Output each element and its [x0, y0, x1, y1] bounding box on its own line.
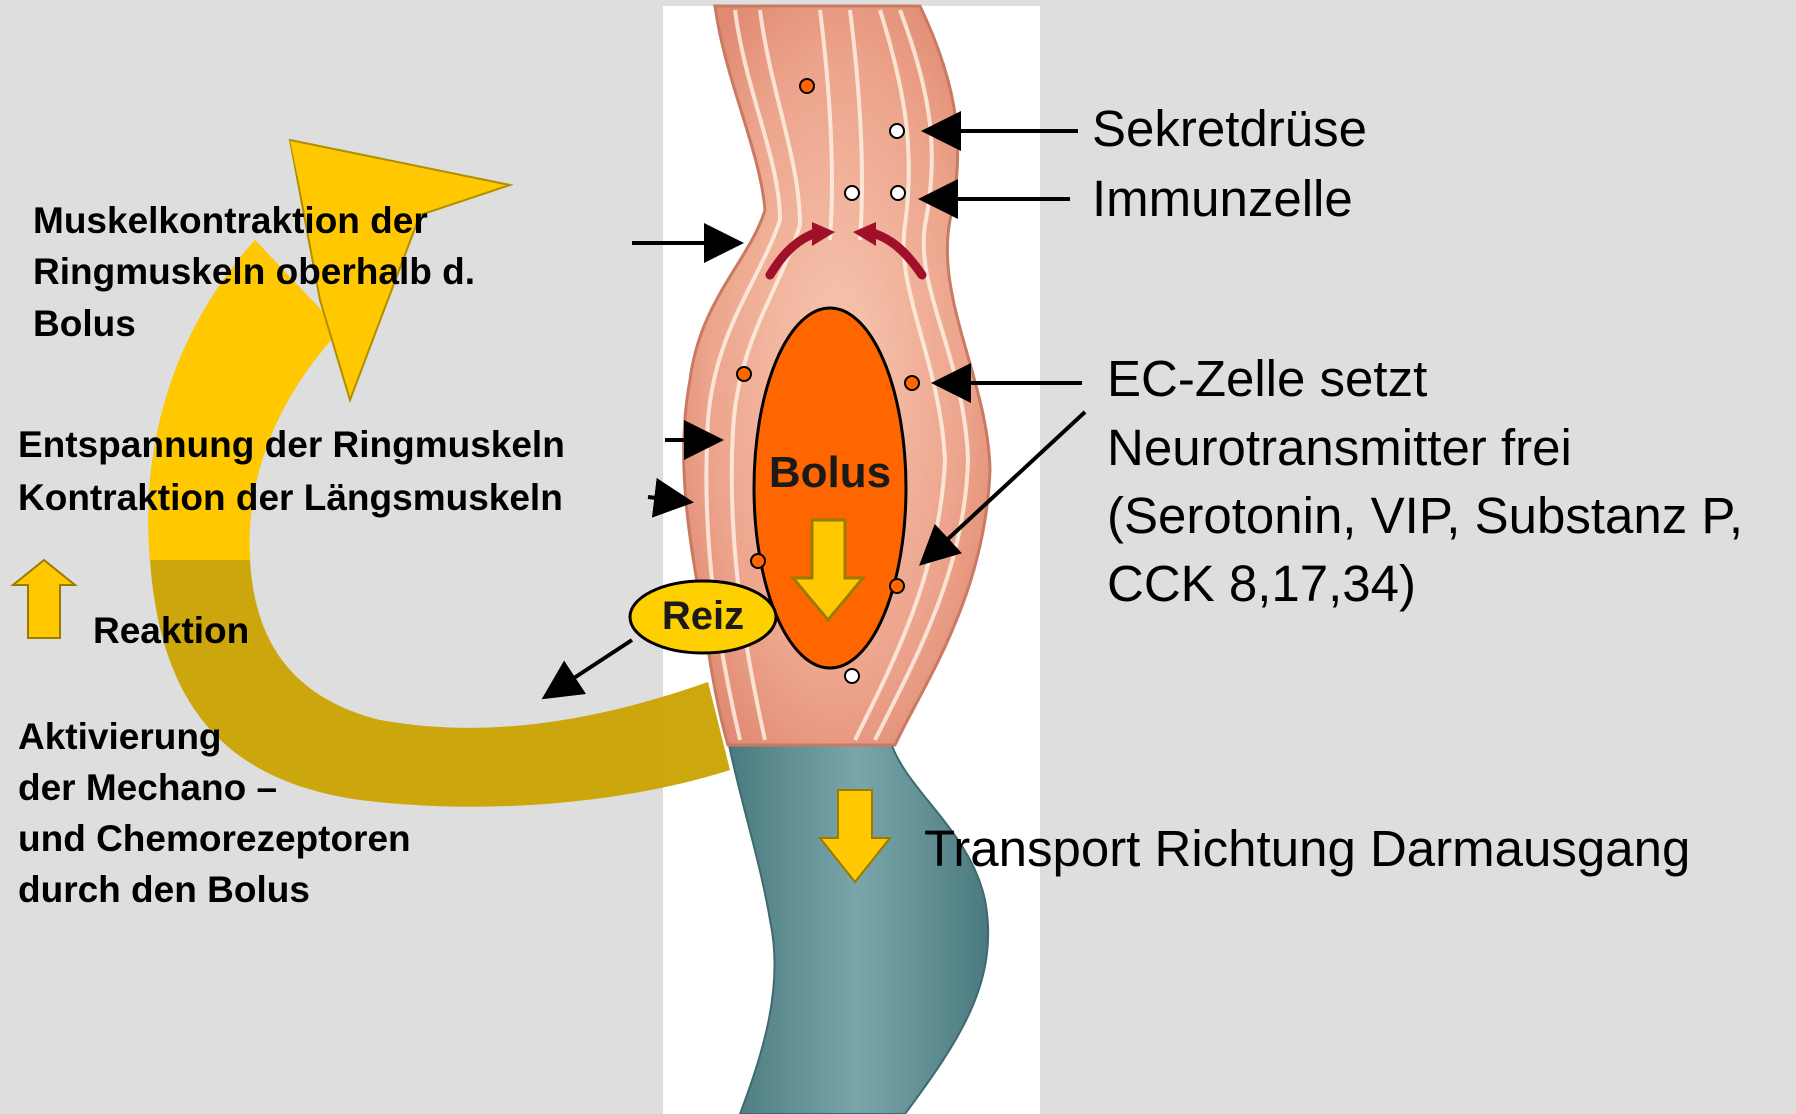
- label-ec-cell-2: Neurotransmitter frei: [1107, 414, 1572, 481]
- label-ec-cell-4: CCK 8,17,34): [1107, 550, 1416, 617]
- label-immune-cell: Immunzelle: [1092, 165, 1353, 232]
- label-reaction: Reaktion: [93, 605, 249, 656]
- bolus-label: Bolus: [760, 448, 900, 498]
- label-activation-3: und Chemorezeptoren: [18, 813, 411, 864]
- label-transport: Transport Richtung Darmausgang: [924, 815, 1690, 882]
- label-muscle-contraction-1: Muskelkontraktion der: [33, 195, 428, 246]
- label-activation-1: Aktivierung: [18, 711, 222, 762]
- label-muscle-contraction-2: Ringmuskeln oberhalb d.: [33, 246, 475, 297]
- label-ec-cell-1: EC-Zelle setzt: [1107, 345, 1427, 412]
- label-secretory-gland: Sekretdrüse: [1092, 95, 1367, 162]
- label-ec-cell-3: (Serotonin, VIP, Substanz P,: [1107, 482, 1743, 549]
- stimulus-label: Reiz: [632, 594, 774, 639]
- label-activation-4: durch den Bolus: [18, 864, 310, 915]
- label-activation-2: der Mechano –: [18, 762, 277, 813]
- label-muscle-contraction-3: Bolus: [33, 298, 136, 349]
- label-relaxation-ring: Entspannung der Ringmuskeln: [18, 419, 565, 470]
- gold-up-arrow-icon: [13, 560, 75, 638]
- label-contraction-long: Kontraktion der Längsmuskeln: [18, 472, 563, 523]
